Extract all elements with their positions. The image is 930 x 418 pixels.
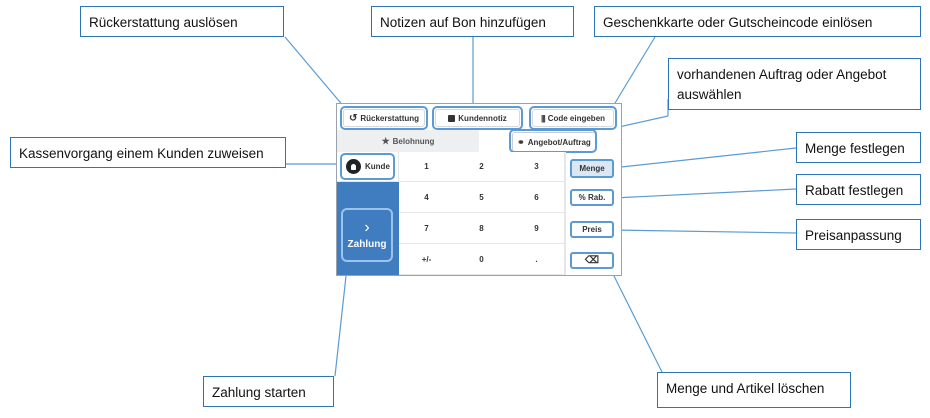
callout-delete: Menge und Artikel löschen [657, 372, 851, 408]
key-6[interactable]: 6 [509, 182, 565, 213]
barcode-icon: ||| [540, 113, 546, 123]
pos-panel: ↺ Rückerstattung Kundennotiz ||| Code ei… [336, 103, 622, 276]
tab-row: ★ Belohnung ⚭ Angebot/Auftrag [337, 129, 621, 153]
key-8[interactable]: 8 [454, 213, 510, 244]
leader-discount [613, 188, 797, 199]
tab-reward-label: Belohnung [392, 136, 435, 146]
link-icon: ⚭ [517, 136, 525, 147]
backspace-button[interactable]: ⌫ [570, 252, 614, 269]
customer-cell [337, 152, 399, 182]
leader-giftcard [611, 36, 656, 109]
key-5[interactable]: 5 [454, 182, 510, 213]
callout-order: vorhandenen Auftrag oder Angebot auswähl… [668, 58, 921, 110]
quantity-button[interactable]: Menge [570, 159, 614, 178]
customer-note-button[interactable]: Kundennotiz [435, 109, 520, 127]
key-9[interactable]: 9 [509, 213, 565, 244]
tab-offer-label: Angebot/Auftrag [527, 137, 591, 147]
refund-label: Rückerstattung [360, 113, 420, 123]
highlight-note [432, 106, 523, 130]
callout-giftcard: Geschenkkarte oder Gutscheincode einlöse… [594, 6, 921, 37]
note-icon [448, 114, 456, 122]
price-button[interactable]: Preis [570, 221, 614, 238]
callout-quantity: Menge festlegen [796, 132, 921, 163]
leader-price [613, 229, 797, 234]
chevron-right-icon: › [364, 218, 370, 236]
key-7[interactable]: 7 [399, 213, 455, 244]
code-label: Code eingeben [547, 113, 606, 123]
callout-price: Preisanpassung [796, 219, 921, 250]
note-label: Kundennotiz [458, 113, 507, 123]
key-4[interactable]: 4 [399, 182, 455, 213]
tab-reward[interactable]: ★ Belohnung [337, 130, 479, 152]
highlight-refund [340, 106, 428, 130]
callout-payment: Zahlung starten [203, 376, 334, 407]
key-0[interactable]: 0 [454, 244, 510, 275]
leader-delete [611, 271, 665, 377]
key-plus-minus[interactable]: +/- [399, 244, 455, 275]
payment-button[interactable]: › Zahlung [341, 208, 393, 262]
key-3[interactable]: 3 [509, 152, 565, 182]
callout-notes: Notizen auf Bon hinzufügen [371, 6, 574, 37]
key-decimal[interactable]: . [509, 244, 565, 275]
key-1[interactable]: 1 [399, 152, 455, 182]
enter-code-button[interactable]: ||| Code eingeben [532, 109, 614, 127]
callout-discount: Rabatt festlegen [796, 174, 921, 205]
leader-quantity [611, 147, 797, 169]
backspace-icon: ⌫ [584, 255, 600, 266]
side-keys-column [565, 152, 621, 275]
highlight-code [529, 106, 617, 130]
highlight-offer [509, 129, 597, 153]
leader-payment [334, 266, 348, 377]
callout-refund: Rückerstattung auslösen [80, 6, 284, 37]
payment-label: Zahlung [347, 238, 387, 250]
star-icon: ★ [381, 135, 390, 146]
leader-refund [284, 36, 346, 109]
customer-button[interactable]: Kunde [340, 153, 395, 180]
key-2[interactable]: 2 [454, 152, 510, 182]
undo-icon: ↺ [348, 112, 358, 124]
user-icon [346, 159, 361, 174]
refund-button[interactable]: ↺ Rückerstattung [343, 109, 425, 127]
customer-label: Kunde [365, 162, 390, 171]
callout-customer: Kassenvorgang einem Kunden zuweisen [10, 137, 286, 168]
discount-button[interactable]: % Rab. [570, 189, 614, 206]
